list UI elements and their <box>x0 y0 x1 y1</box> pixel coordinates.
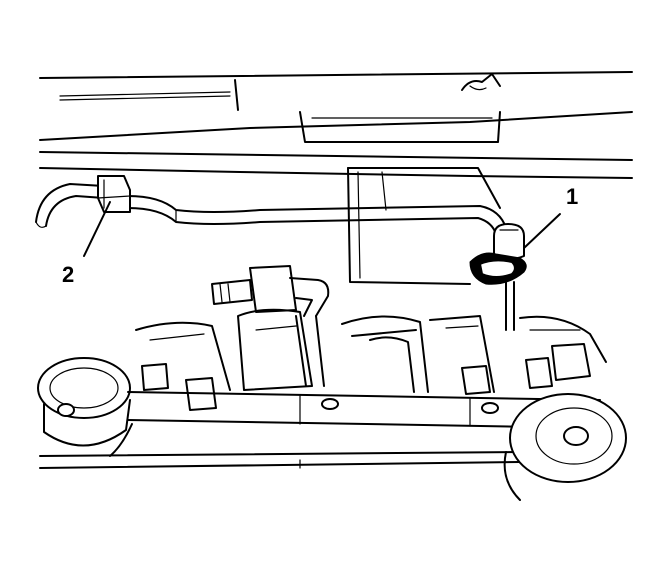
throttle-body <box>37 357 131 447</box>
vacuum-hose <box>35 183 507 235</box>
callout-1-label: 1 <box>566 184 578 209</box>
hose-clip-2 <box>97 175 131 213</box>
pulley <box>503 393 627 501</box>
hood-panel <box>39 71 633 179</box>
bracket <box>347 167 501 285</box>
lower-panel <box>39 423 521 469</box>
hose-connector-1 <box>469 223 527 331</box>
intake-manifold <box>135 308 607 411</box>
purge-valve <box>211 265 330 387</box>
callout-2-label: 2 <box>62 262 74 287</box>
leader-lines <box>83 201 561 257</box>
